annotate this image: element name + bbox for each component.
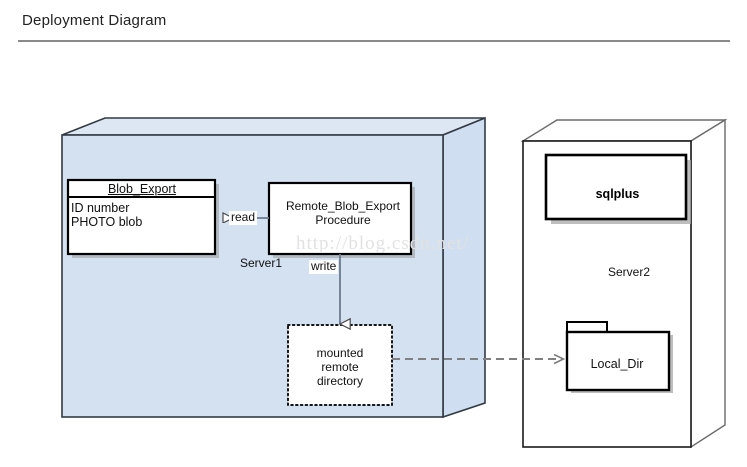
connector-read-label: read	[229, 210, 258, 225]
procedure-box	[267, 181, 413, 256]
server2-label: Server2	[608, 265, 651, 279]
blob-export-attributes: ID number PHOTO blob	[71, 201, 142, 230]
mounted-dir-label-line: directory	[316, 373, 363, 388]
artifact-remote-blob-export-procedure[interactable]	[267, 181, 415, 258]
server1-label: Server1	[240, 256, 283, 270]
artifact-blob-export[interactable]	[66, 178, 219, 258]
artifact-local-dir[interactable]	[565, 321, 673, 393]
local-dir-label: Local_Dir	[590, 357, 644, 371]
procedure-label-line: Procedure	[315, 212, 371, 227]
mounted-dir-label-line: mounted	[316, 346, 364, 360]
server1-right-face	[442, 116, 486, 419]
blob-export-box	[66, 178, 217, 256]
local-dir-body	[565, 330, 671, 392]
procedure-label: Remote_Blob_Export Procedure	[272, 199, 414, 228]
blob-export-attribute: PHOTO blob	[71, 215, 143, 230]
mounted-dir-label-line: remote	[321, 359, 359, 374]
server1-top-face	[61, 117, 486, 136]
blob-export-title-text: Blob_Export	[107, 182, 177, 196]
server2-top-face	[520, 119, 728, 142]
connector-write-label: write	[309, 259, 339, 274]
blob-export-title: Blob_Export	[70, 182, 214, 196]
artifact-sqlplus[interactable]	[544, 153, 691, 224]
sqlplus-label: sqlplus	[595, 187, 640, 201]
server2-right-face	[690, 118, 726, 449]
procedure-label-line: Remote_Blob_Export	[285, 199, 401, 213]
mounted-dir-label: mounted remote directory	[292, 346, 388, 388]
title-divider	[18, 40, 730, 42]
page-title: Deployment Diagram	[22, 12, 167, 29]
sqlplus-box	[544, 153, 688, 221]
blob-export-attribute: ID number	[71, 201, 130, 215]
